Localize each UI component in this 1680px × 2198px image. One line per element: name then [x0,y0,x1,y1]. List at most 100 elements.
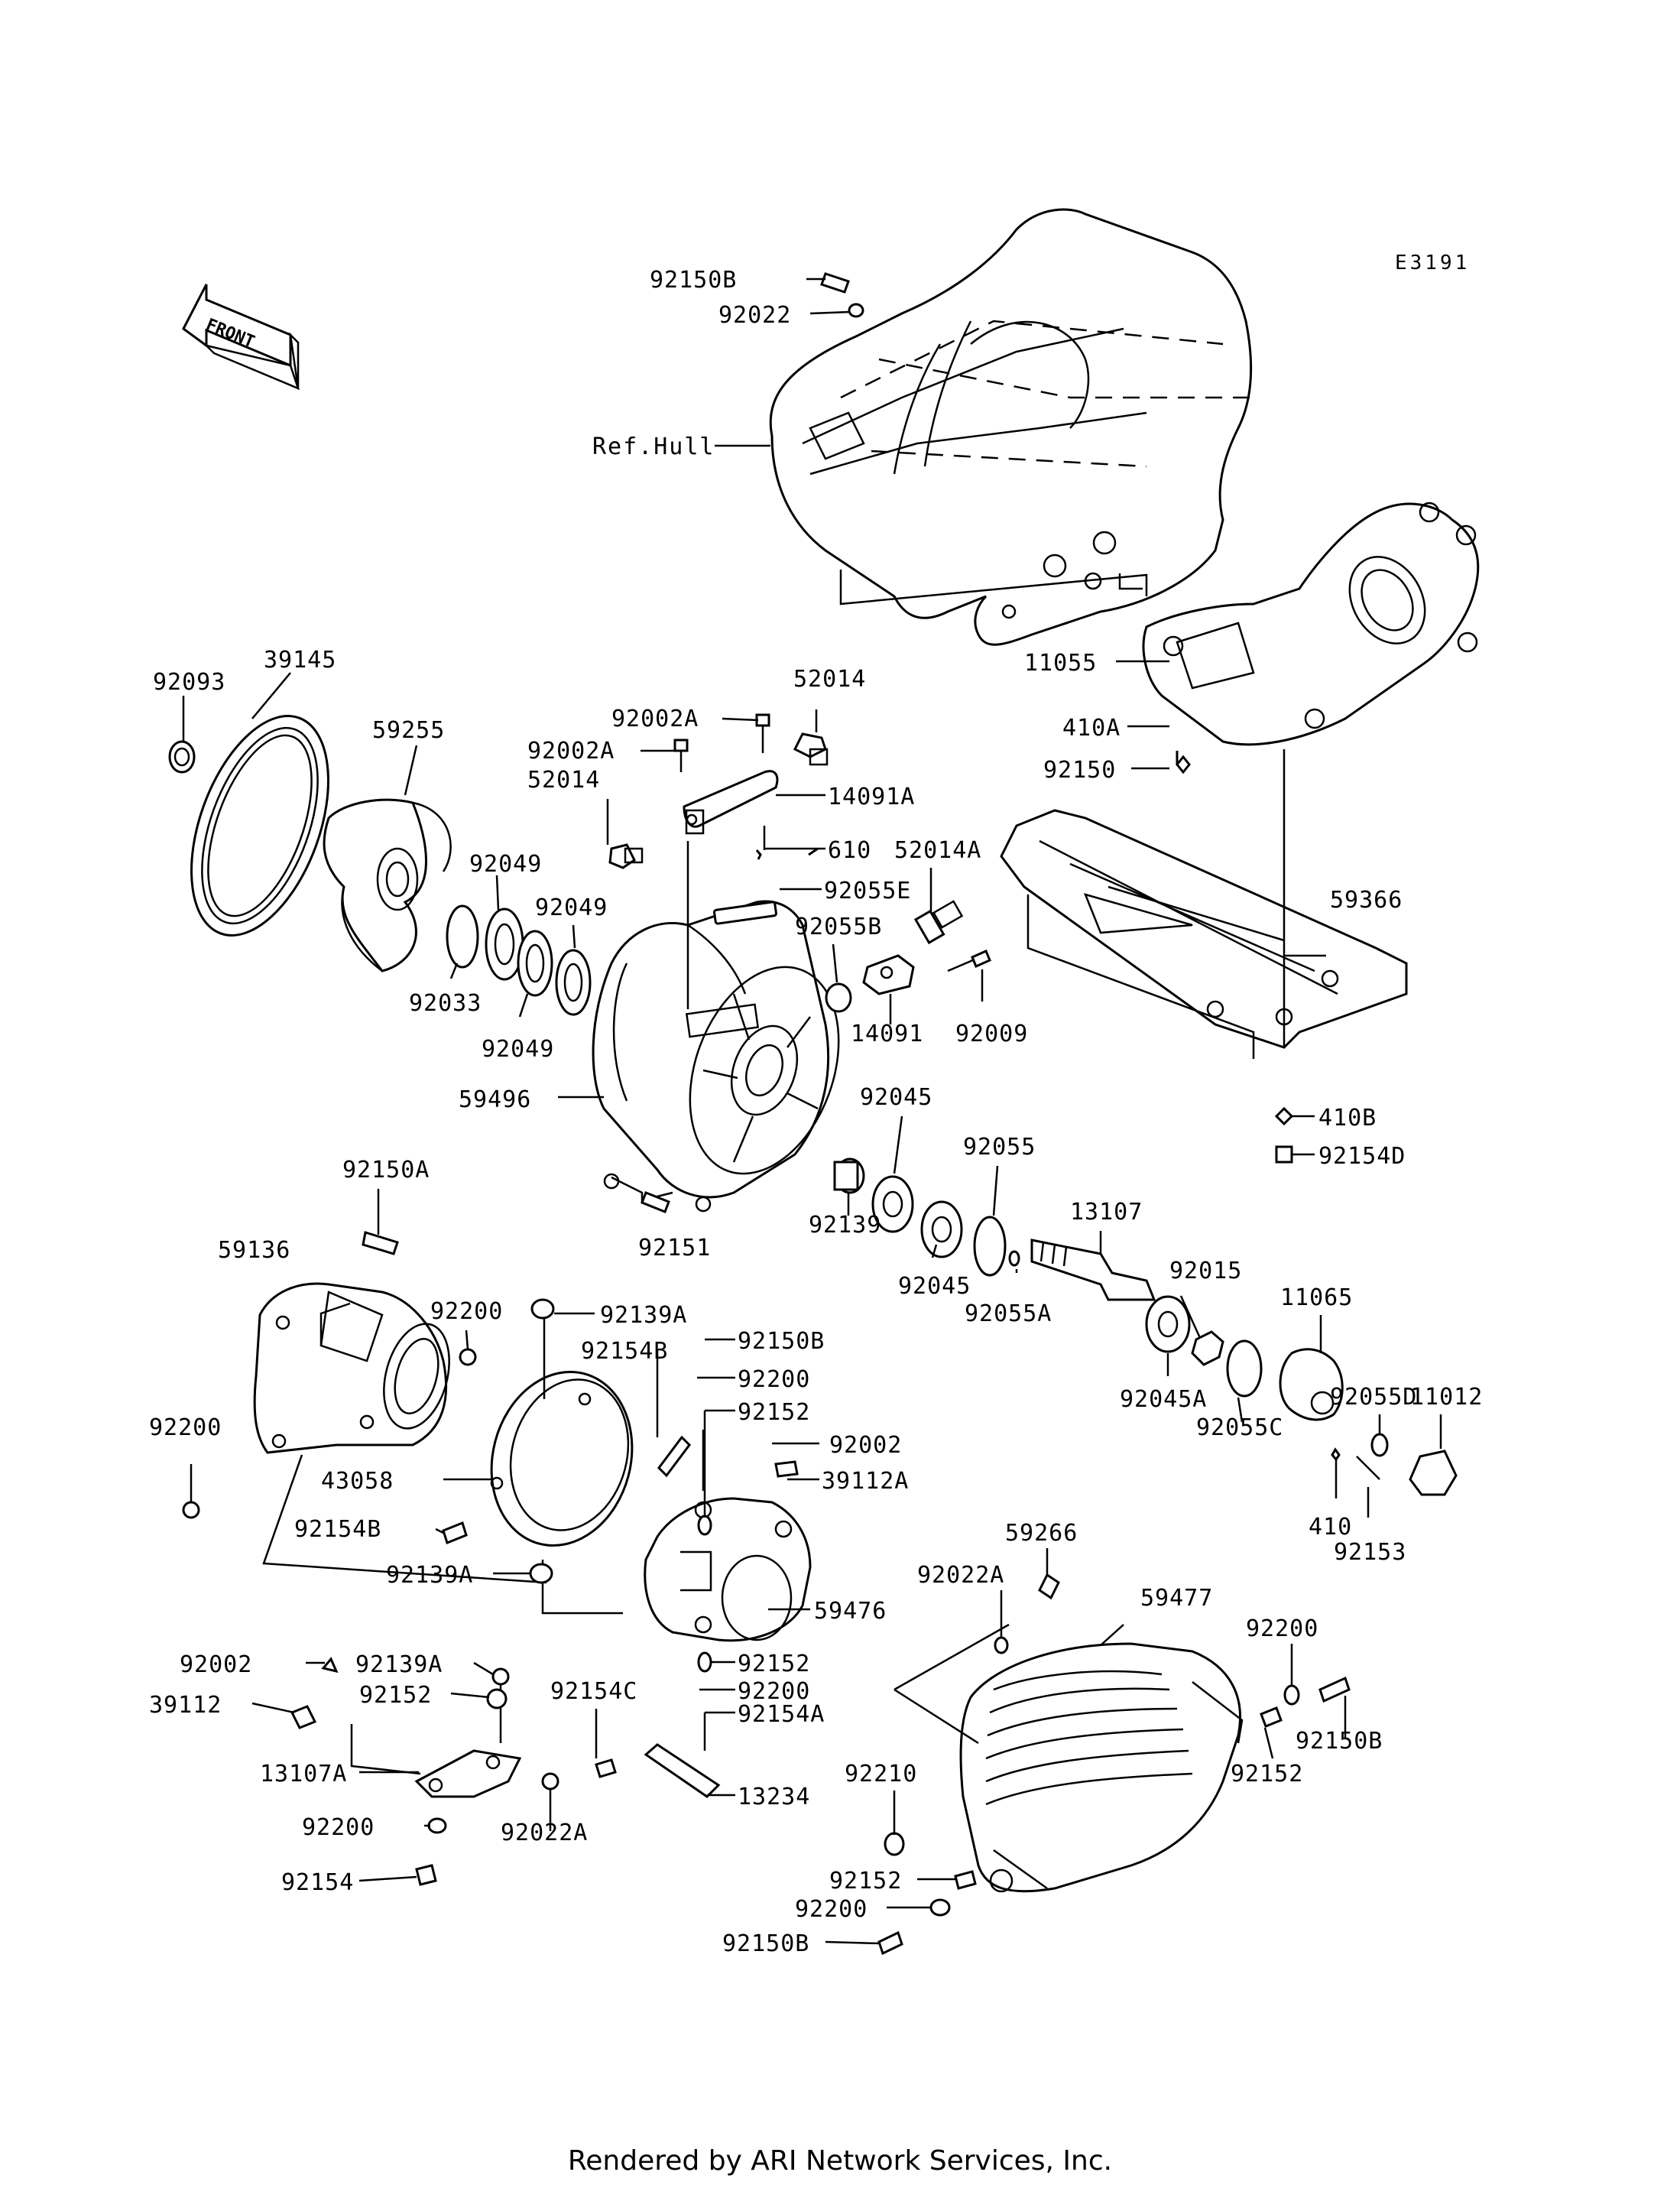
oring-92055B [825,982,852,1013]
bushing-92210 [884,1832,905,1856]
label-92200-g: 92200 [795,1896,868,1923]
ring-92033 [446,904,479,969]
label-92151: 92151 [638,1235,711,1261]
stator-59136 [253,1282,450,1454]
label-92200-e: 92200 [738,1678,810,1705]
bushing-92152-c [486,1688,508,1709]
label-59496: 59496 [459,1086,531,1113]
label-92009: 92009 [955,1021,1028,1047]
label-52014-a: 52014 [793,666,866,693]
label-92022A-a: 92022A [917,1562,1004,1589]
label-92152-d: 92152 [1231,1761,1303,1787]
label-92150: 92150 [1043,757,1116,784]
label-92200-f: 92200 [302,1814,375,1841]
label-92150A: 92150A [342,1157,430,1183]
label-39145: 39145 [264,647,336,674]
label-14091: 14091 [851,1021,923,1047]
label-92154B-b: 92154B [294,1516,381,1543]
label-92150B-top: 92150B [650,267,737,294]
bolt-92151 [641,1191,670,1213]
washer-92200-b [459,1348,477,1366]
label-39112: 39112 [149,1692,222,1719]
stator-bracket-line [262,1454,547,1584]
bolt-92002A-b-head [673,739,689,752]
ring-43058 [490,1371,634,1547]
wear-ring-39145 [190,715,329,937]
cap-11065 [1279,1348,1344,1421]
label-92200-c: 92200 [149,1414,222,1441]
oring-92055D [1370,1433,1389,1457]
washer-410 [1331,1447,1341,1462]
elbow-52014-b [608,843,644,869]
ring-bracket-line [541,1560,623,1615]
label-92055A: 92055A [965,1300,1052,1327]
hull-bracket-tail [1118,573,1143,590]
label-ref-hull: Ref.Hull [592,433,715,460]
label-92139: 92139 [809,1212,881,1239]
bolt-92154 [415,1864,437,1886]
label-92055E: 92055E [824,878,911,904]
label-92002A-b: 92002A [527,738,615,765]
bolt-92002A-a-head [755,713,770,727]
bushing-92139A-a [530,1298,555,1320]
label-13107: 13107 [1070,1199,1143,1226]
oring-92055C [1226,1339,1263,1398]
arm-guide-line-a [350,1724,421,1775]
label-52014-b: 52014 [527,767,600,794]
label-59477: 59477 [1140,1585,1213,1612]
label-14091A: 14091A [828,784,915,810]
label-92002-b: 92002 [180,1651,252,1678]
label-92154D: 92154D [1318,1143,1406,1170]
washer-92200-e [427,1817,447,1834]
washer-92200-d [1283,1684,1300,1706]
label-43058: 43058 [321,1468,394,1495]
label-59255: 59255 [372,717,445,744]
label-410B: 410B [1318,1105,1377,1131]
bolt-92153 [1356,1456,1380,1480]
label-92049-c: 92049 [482,1036,554,1063]
oring-92055A [1008,1250,1020,1267]
oring-92055 [973,1216,1007,1277]
cap-11012 [1409,1450,1458,1496]
label-59366: 59366 [1330,887,1403,914]
label-92200-b: 92200 [738,1366,810,1393]
label-11012: 11012 [1410,1384,1483,1411]
label-92049-b: 92049 [535,894,608,921]
label-92033: 92033 [409,990,482,1017]
bushing-92139 [833,1157,865,1194]
bolt-92154D [1275,1145,1293,1164]
bearing-92045A [1145,1295,1191,1353]
elbow-52014A [913,900,964,945]
label-59136: 59136 [218,1237,290,1264]
label-59476: 59476 [814,1598,887,1625]
cam-39112A [774,1460,799,1478]
bushing-92152-b [697,1651,712,1673]
washer-410B [1274,1106,1294,1126]
hull-outline [769,208,1254,646]
cam-39112 [290,1705,317,1729]
label-92154: 92154 [281,1869,354,1896]
label-13107A: 13107A [260,1761,347,1787]
label-92154B-a: 92154B [581,1338,668,1365]
label-92152-a: 92152 [738,1399,810,1426]
label-52014A: 52014A [894,837,981,864]
label-92150B-mid: 92150B [738,1328,825,1355]
bushing-92139A-b [529,1563,553,1584]
bushing-92152-e [954,1870,977,1890]
label-92002: 92002 [829,1432,902,1459]
bucket-guide-line-b [894,1623,1010,1691]
label-92055D: 92055D [1330,1384,1417,1411]
hull-bracket-line [839,570,1148,606]
washer-92022A-a [994,1636,1009,1654]
label-92210: 92210 [845,1761,917,1787]
bushing-92152-a [697,1515,712,1536]
label-92022-top: 92022 [718,302,791,329]
label-92150B-bot: 92150B [722,1930,809,1957]
cover-14091 [862,954,915,995]
impeller-59255 [323,798,452,972]
grate-bracket-line [1026,894,1255,1059]
label-59266: 59266 [1005,1520,1078,1547]
bushing-92139A-c [491,1667,510,1686]
label-92055: 92055 [963,1134,1036,1161]
label-92139A-c: 92139A [355,1651,443,1678]
